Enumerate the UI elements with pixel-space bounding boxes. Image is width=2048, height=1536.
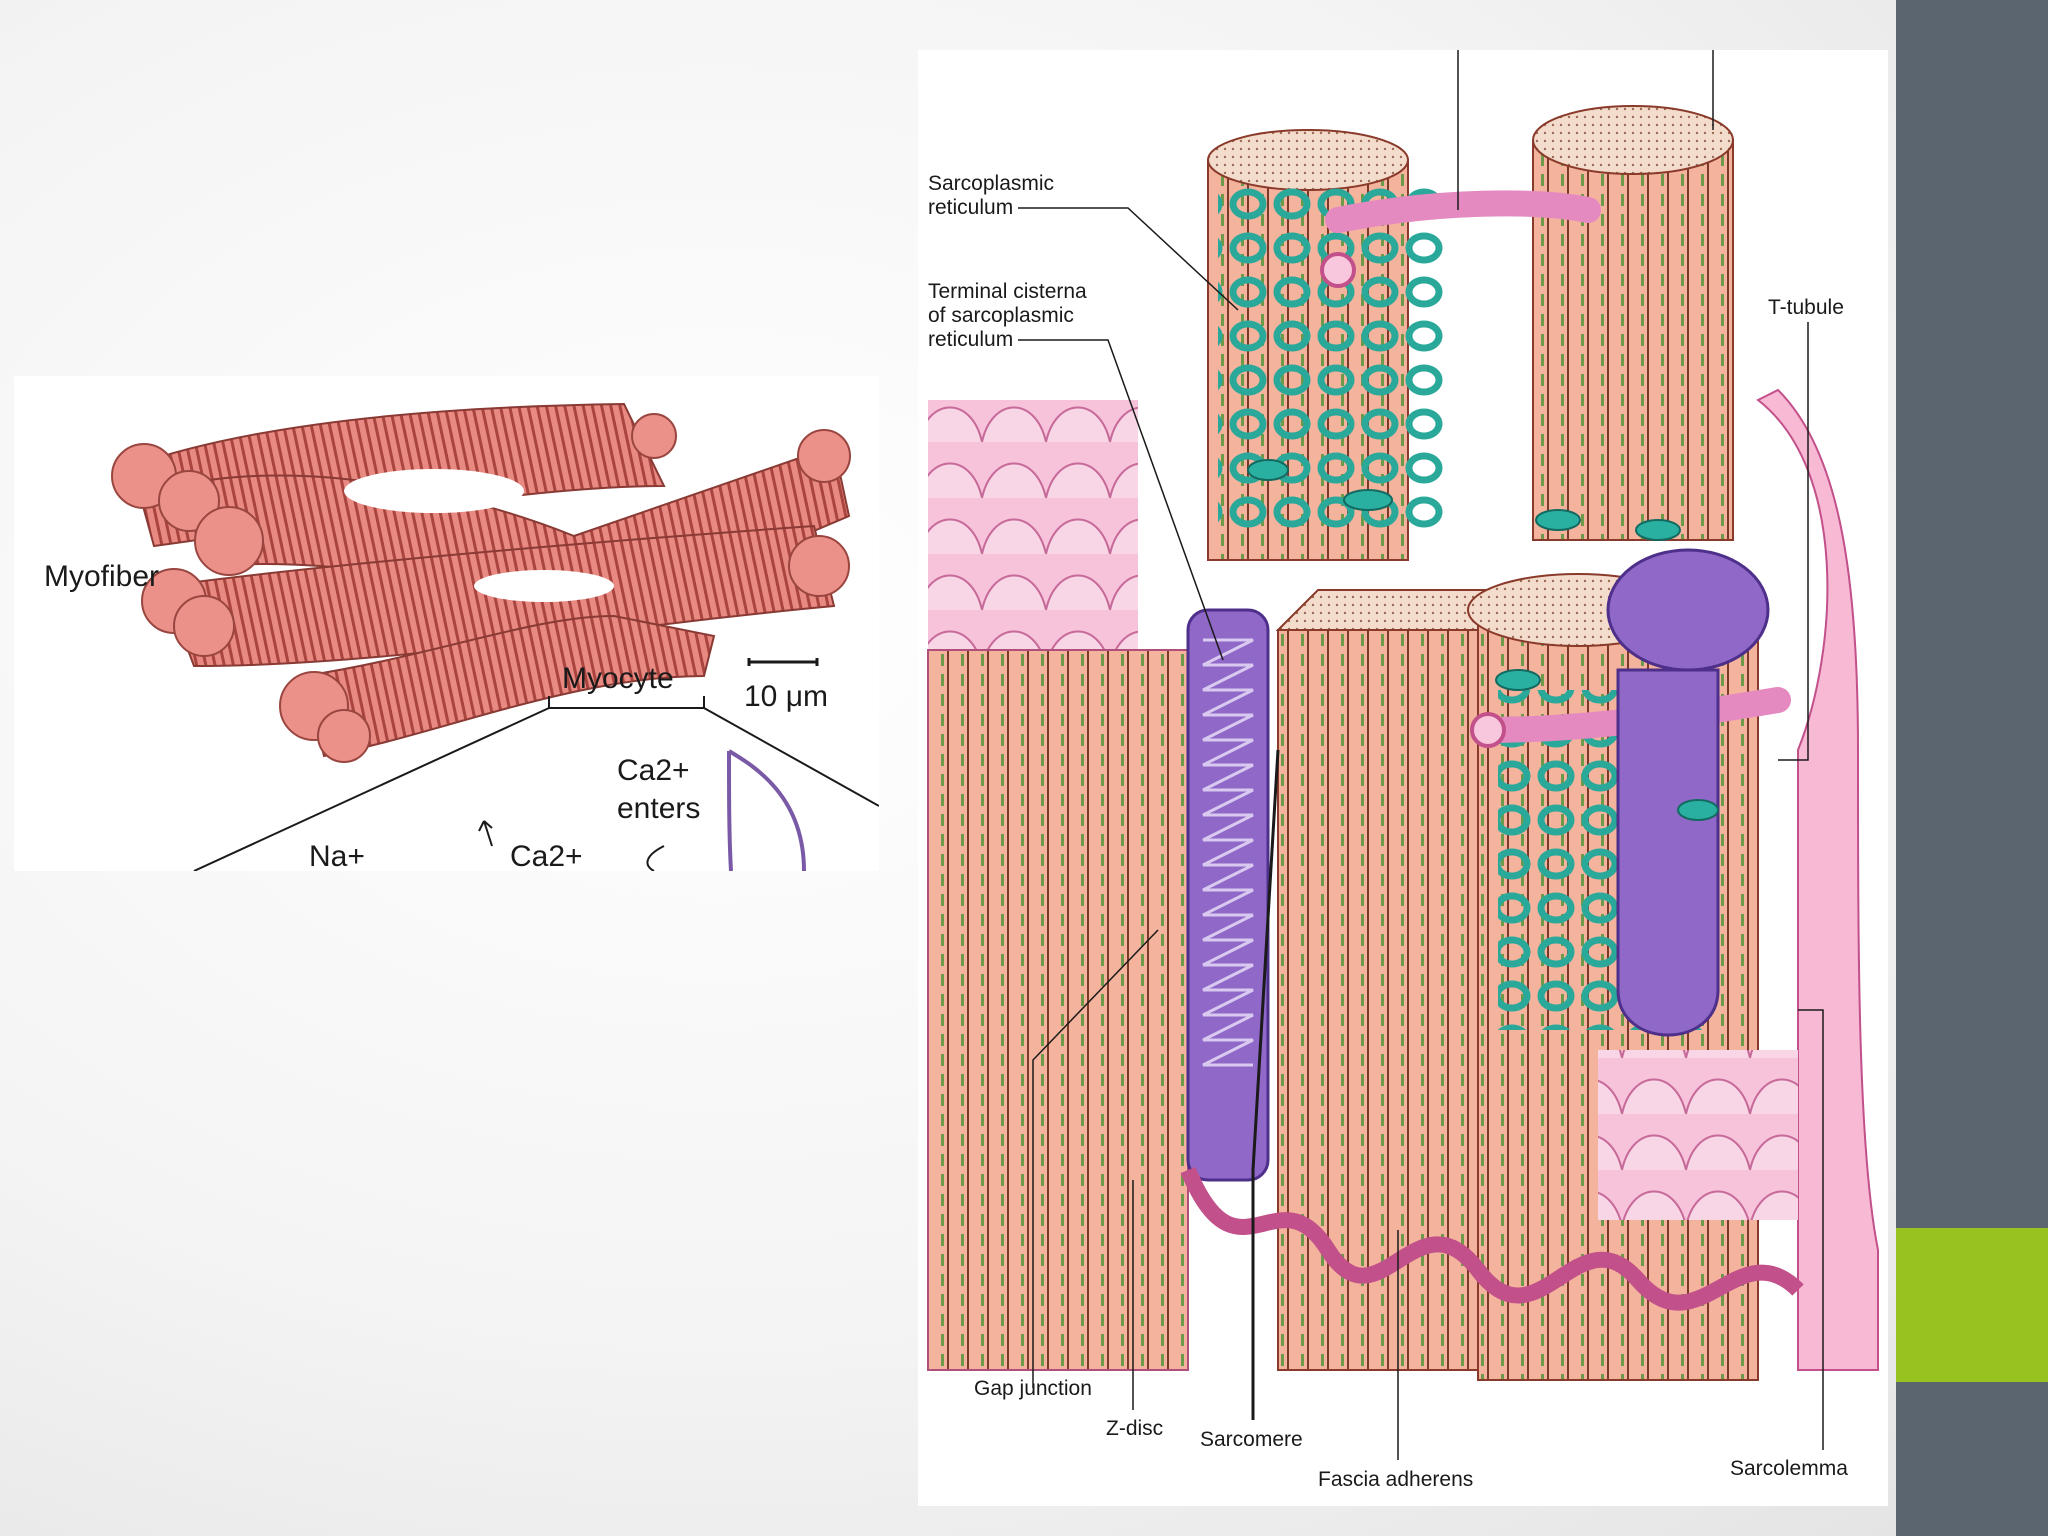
label-myofiber: Myofiber <box>44 560 159 593</box>
intercalated-disc-membrane <box>1180 1166 1804 1311</box>
sarcolemma-surface <box>1598 1050 1798 1220</box>
myocyte-bracket <box>548 696 705 709</box>
label-sarcomere: Sarcomere <box>1200 1428 1303 1451</box>
terminal-cisterna-callout: Terminal cisterna of sarcoplasmic reticu… <box>928 280 1224 661</box>
gap-junction-callout: Gap junction <box>974 929 1159 1400</box>
myofiber-illustration: Myofiber Myocyte 10 μm Ca2+ enters Na+ C… <box>44 402 879 871</box>
t-tubule-opening <box>1470 712 1506 748</box>
zoom-line-left <box>193 707 550 871</box>
arrow-icon <box>478 820 493 847</box>
sarcolemma-edge <box>1756 388 1879 1371</box>
myofibril-block-left <box>927 649 1189 1371</box>
label-gap-junction: Gap junction <box>974 1377 1092 1400</box>
label-t-tubule: T-tubule <box>1768 296 1844 319</box>
myofibril-cross-section <box>1532 105 1734 175</box>
label-ca-enters-2: enters <box>617 792 700 825</box>
sarcoplasmic-reticulum-mesh <box>1218 180 1448 530</box>
myofiber-strands <box>130 402 851 758</box>
label-sarcoplasmic-reticulum-line1: Sarcoplasmic <box>928 172 1054 195</box>
scale-bar <box>747 658 819 666</box>
myofibril-block-center <box>1277 629 1479 1371</box>
terminal-cisternae <box>1247 459 1719 821</box>
mitochondrion <box>1606 548 1770 672</box>
t-tubule-callout: T-tubule <box>1768 296 1844 761</box>
pointer-line <box>646 845 665 871</box>
label-terminal-cisterna-line2: of sarcoplasmic <box>928 304 1074 327</box>
mitochondrion-cristae <box>1202 638 1254 1067</box>
label-fascia-adherens: Fascia adherens <box>1318 1468 1473 1491</box>
label-scale: 10 μm <box>744 680 828 713</box>
sarcolemma-callout: Sarcolemma <box>1730 1009 1848 1480</box>
slide-accent-block <box>1896 1228 2048 1382</box>
sarcoplasmic-reticulum-callout: Sarcoplasmic reticulum <box>928 172 1239 311</box>
z-disc-callout: Z-disc <box>1106 1180 1163 1440</box>
label-ca2: Ca2+ <box>510 840 583 871</box>
fiber-gap <box>344 469 524 513</box>
label-sarcoplasmic-reticulum-line2: reticulum <box>928 196 1013 219</box>
label-ca-enters-1: Ca2+ <box>617 754 690 787</box>
cardiomyocyte-illustration: Sarcoplasmic reticulum Terminal cisterna… <box>927 50 1879 1491</box>
label-na: Na+ <box>309 840 365 871</box>
fiber-gap <box>474 570 614 602</box>
label-terminal-cisterna-line3: reticulum <box>928 328 1013 351</box>
label-terminal-cisterna-line1: Terminal cisterna <box>928 280 1087 303</box>
fiber-ends <box>111 413 851 763</box>
zoom-line-right <box>703 707 879 807</box>
myofiber-figure: Myofiber Myocyte 10 μm Ca2+ enters Na+ C… <box>14 376 879 871</box>
label-sarcolemma: Sarcolemma <box>1730 1457 1848 1480</box>
mitochondrion <box>1616 668 1720 1037</box>
fascia-adherens-callout: Fascia adherens <box>1318 1230 1473 1491</box>
sarcomere-callout: Sarcomere <box>1200 749 1303 1451</box>
label-z-disc: Z-disc <box>1106 1417 1163 1440</box>
label-myocyte: Myocyte <box>562 662 674 695</box>
action-potential-trace <box>727 749 806 871</box>
cardiomyocyte-ultrastructure-figure: Sarcoplasmic reticulum Terminal cisterna… <box>918 50 1888 1506</box>
t-tubule-tube <box>1325 190 1601 233</box>
t-tubule-opening <box>1320 252 1356 288</box>
